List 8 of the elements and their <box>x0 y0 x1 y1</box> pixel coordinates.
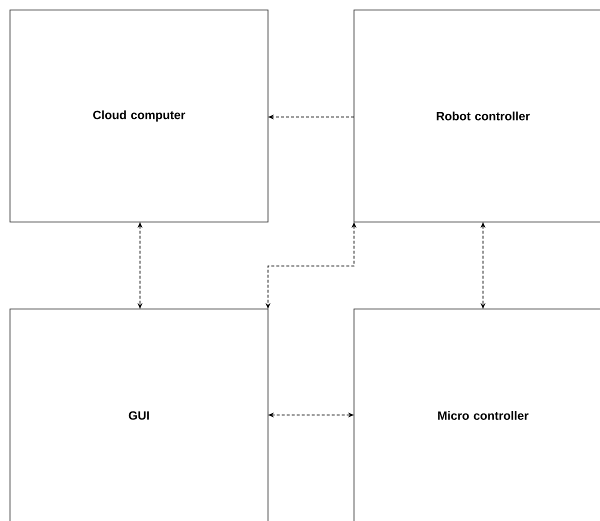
node-label: GUI <box>128 411 149 420</box>
box <box>354 10 600 222</box>
node-label: Micro controller <box>438 411 528 420</box>
node-label: Cloud computer <box>93 110 186 122</box>
box <box>10 308 268 521</box>
box <box>354 308 600 521</box>
node-label: Robot controller <box>436 112 530 120</box>
box <box>10 10 268 222</box>
